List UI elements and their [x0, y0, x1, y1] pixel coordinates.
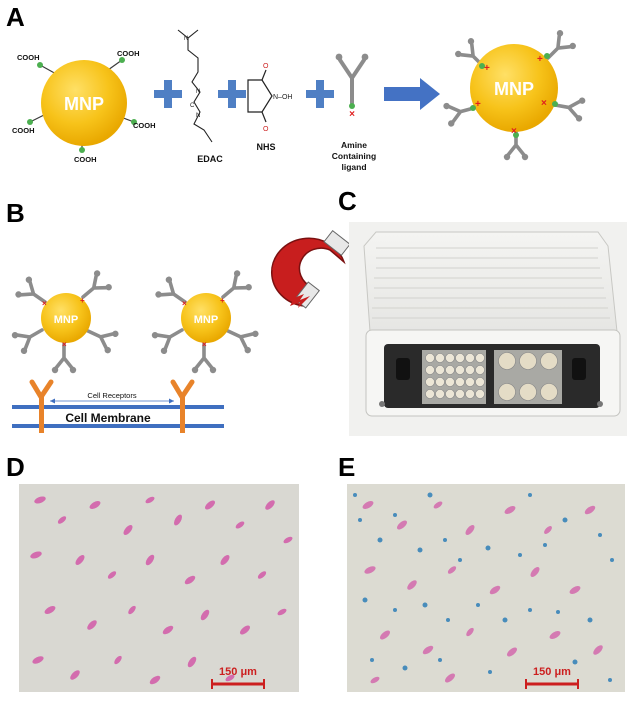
cooh-label: COOH [117, 49, 140, 58]
nhs-oxygen: O [263, 63, 269, 70]
svg-text:×: × [182, 299, 187, 308]
panel-a: MNP COOH COOH COOH COOH COOH [12, 26, 588, 172]
mnp-conjugate: MNP × + × [148, 267, 262, 376]
plus-icon [218, 80, 246, 108]
svg-text:+: + [80, 296, 85, 305]
ligand-label-line: Amine [341, 140, 367, 150]
cell-receptor [170, 379, 195, 433]
panel-letter-b: B [6, 198, 25, 228]
svg-text:+: + [484, 63, 490, 74]
plus-icon [306, 80, 334, 108]
nhs-structure [247, 69, 273, 123]
panel-d-micrograph: 150 μm [19, 484, 299, 692]
panel-e-micrograph: 150 μm [347, 484, 625, 692]
right-arrow-icon [384, 78, 440, 110]
scale-bar-label: 150 μm [533, 666, 571, 678]
svg-text:×: × [202, 340, 207, 349]
cooh-label: COOH [17, 53, 40, 62]
svg-text:×: × [349, 109, 355, 120]
panel-letter-c: C [338, 186, 357, 216]
mnp-label: MNP [494, 79, 534, 99]
svg-text:×: × [42, 299, 47, 308]
svg-text:N: N [196, 89, 200, 95]
ligand-label-line: Containing [332, 151, 376, 161]
cell-membrane-label: Cell Membrane [65, 411, 151, 425]
nhs-noh: N–OH [273, 94, 292, 101]
membrane-line [12, 405, 224, 409]
panel-letter-d: D [6, 452, 25, 482]
nhs-label: NHS [256, 142, 275, 152]
panel-letter-e: E [338, 452, 356, 482]
svg-text:+: + [537, 54, 543, 65]
cell-receptors-label: Cell Receptors [87, 391, 136, 400]
mnp-conjugate: MNP × + × [8, 267, 122, 376]
svg-text:×: × [541, 98, 547, 109]
edac-structure: N C N N [177, 29, 213, 143]
cell-receptor [29, 379, 54, 433]
nhs-oxygen: O [263, 126, 269, 133]
svg-text:N: N [184, 36, 188, 42]
svg-text:+: + [475, 99, 481, 110]
mnp-cooh-particle: MNP COOH COOH COOH COOH COOH [12, 49, 156, 164]
ligand-label-line: ligand [341, 162, 366, 172]
mnp-sphere [41, 60, 127, 146]
panel-c-device-photo [349, 222, 627, 436]
mnp-sphere [470, 44, 558, 132]
svg-text:×: × [511, 126, 517, 137]
mnp-conjugate: MNP + + + × × [440, 26, 588, 162]
plus-icon [154, 80, 182, 108]
mnp-label: MNP [54, 314, 78, 326]
membrane-line [12, 424, 224, 428]
panel-letter-a: A [6, 2, 25, 32]
horseshoe-magnet-icon [270, 230, 351, 309]
panel-b: MNP × + × MNP × + × Cell Membrane [8, 230, 351, 433]
cooh-label: COOH [133, 121, 156, 130]
edac-label: EDAC [197, 154, 223, 164]
scale-bar-label: 150 μm [219, 666, 257, 678]
svg-text:+: + [220, 296, 225, 305]
mnp-label: MNP [194, 314, 218, 326]
cooh-label: COOH [74, 155, 97, 164]
svg-text:N: N [196, 113, 200, 119]
svg-text:C: C [190, 103, 195, 109]
svg-text:×: × [62, 340, 67, 349]
mnp-label: MNP [64, 94, 104, 114]
cooh-label: COOH [12, 126, 35, 135]
amine-ligand: × [335, 53, 369, 120]
